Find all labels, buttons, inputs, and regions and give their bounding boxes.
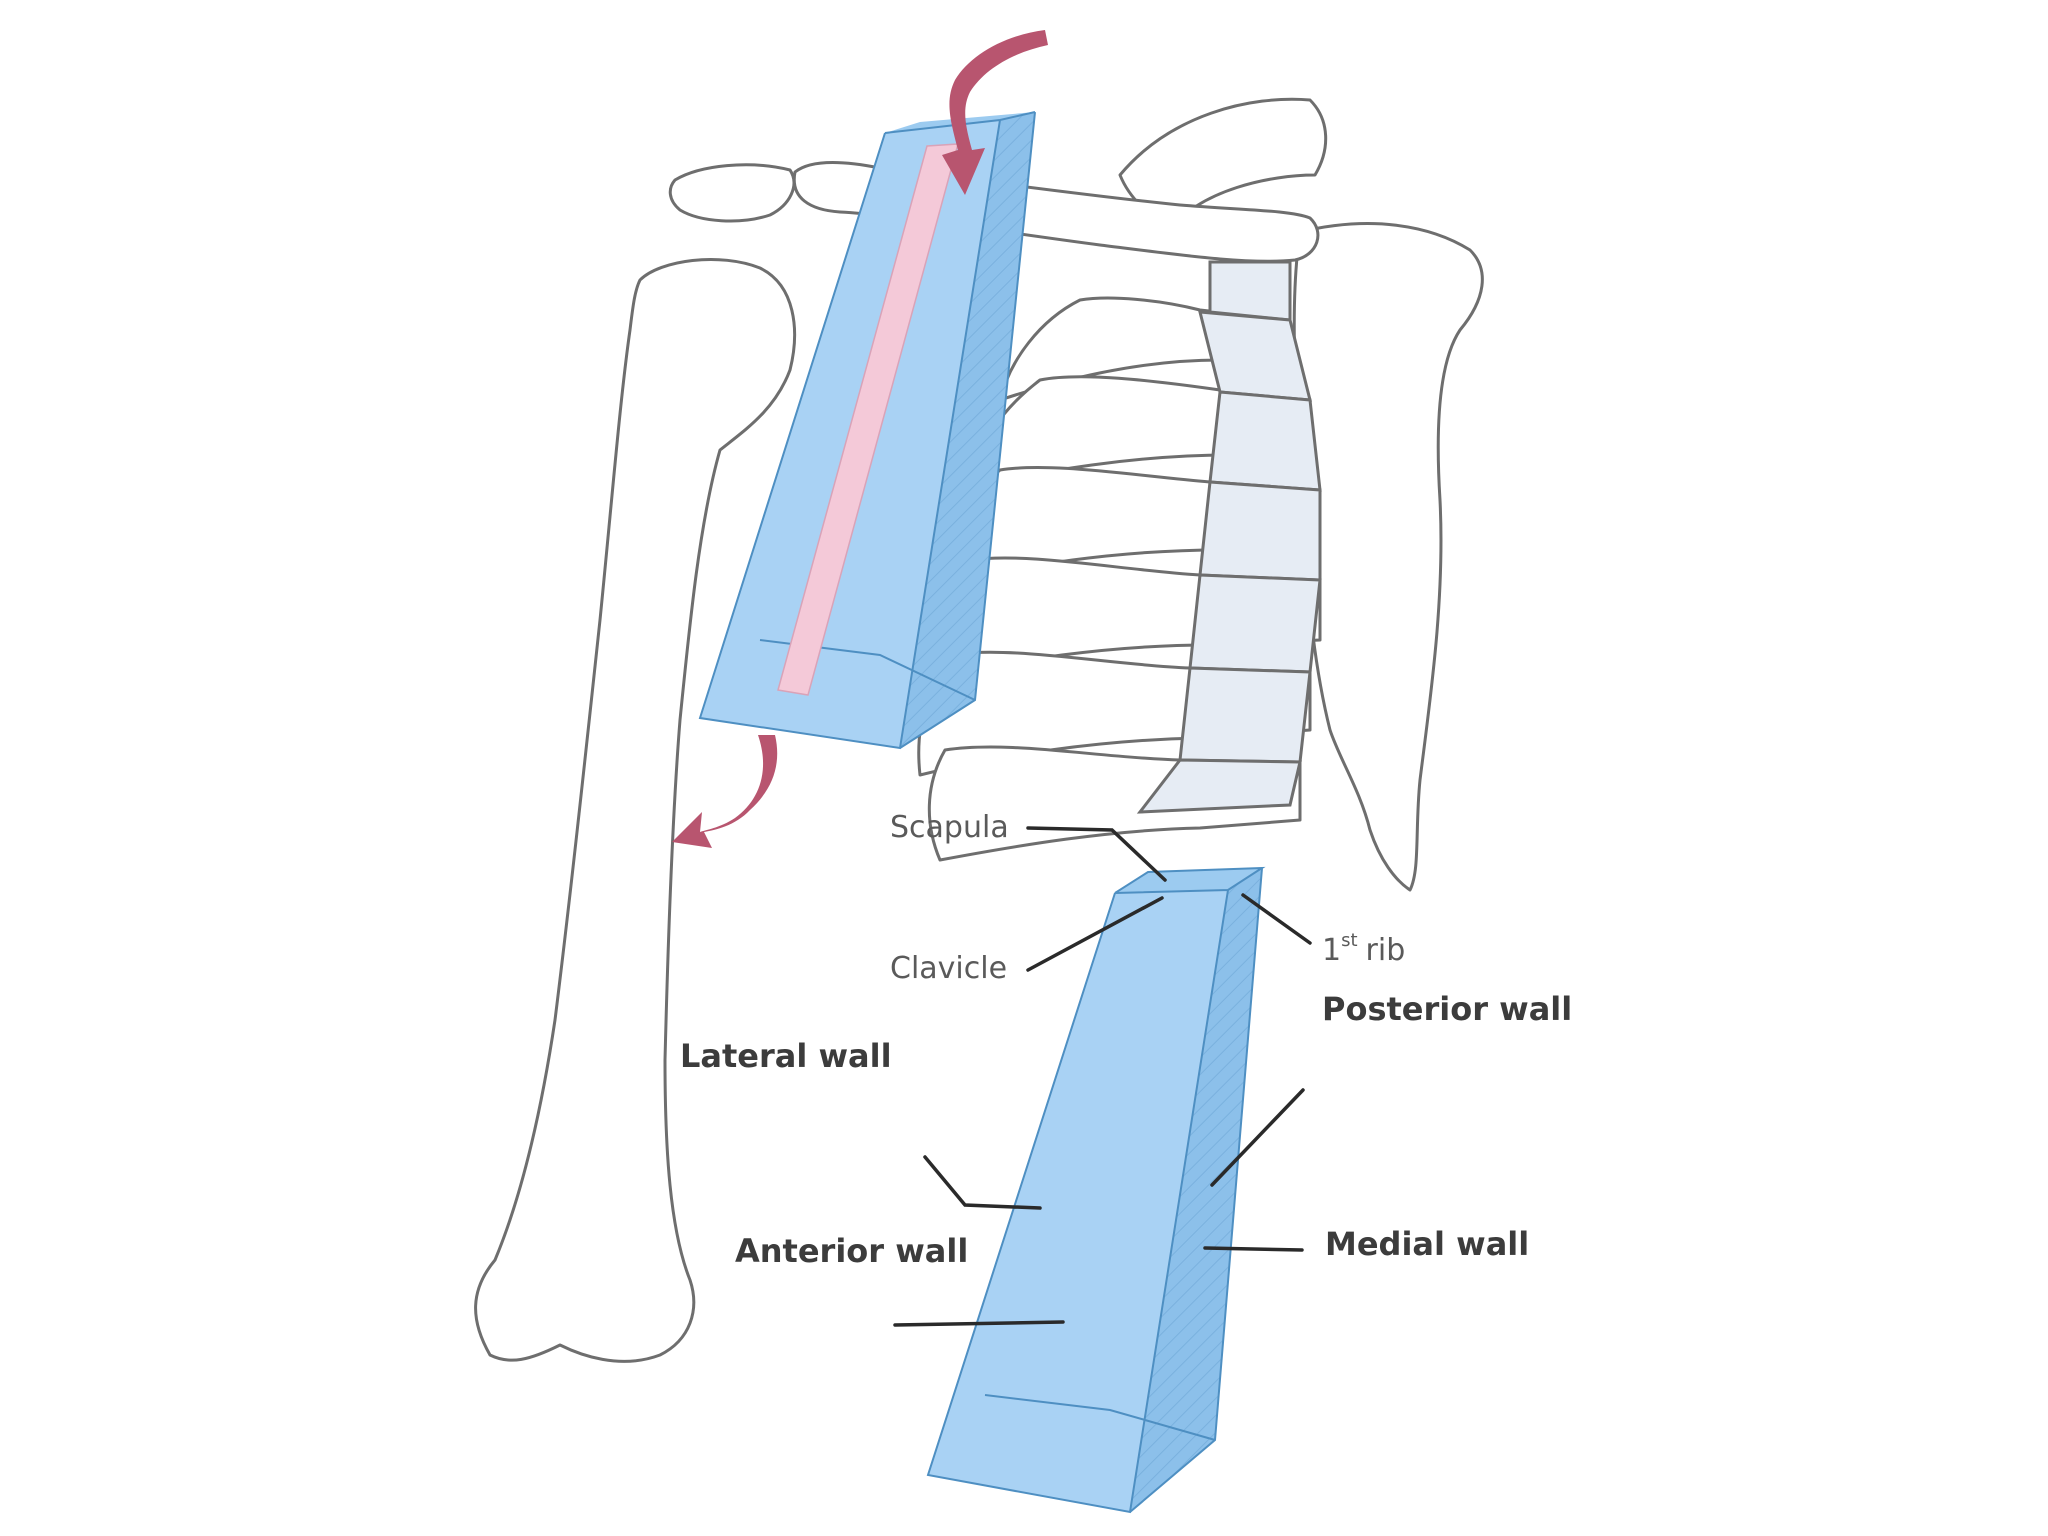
- arrow-bottom: [672, 735, 778, 848]
- leader-lines: [893, 826, 1312, 1327]
- leader-medial-wall: [1203, 1246, 1304, 1252]
- axilla-pyramid-lower: [926, 866, 1266, 1514]
- label-anterior-wall: Anterior wall: [735, 1232, 968, 1270]
- costal-cartilage: [1178, 666, 1312, 764]
- pyramid-top-face: [1115, 868, 1262, 893]
- label-clavicle: Clavicle: [890, 951, 1007, 986]
- pyramid-outline: [926, 866, 1266, 1514]
- pyramid-front-face: [928, 890, 1228, 1512]
- arrow-top: [942, 30, 1048, 195]
- axilla-pyramid-upper: [698, 111, 1036, 750]
- label-posterior-wall: Posterior wall: [1322, 990, 1572, 1028]
- pyramid-outline: [698, 111, 1036, 750]
- scapula-bone: [1292, 222, 1484, 892]
- rib-cage: [917, 260, 1322, 862]
- label-medial-wall: Medial wall: [1325, 1225, 1529, 1263]
- costal-cartilage: [1208, 390, 1322, 492]
- skeleton-illustration: [474, 97, 1484, 1363]
- leader-scapula: [1026, 826, 1167, 882]
- pyramid-side-hatch: [900, 112, 1035, 748]
- label-scapula: Scapula: [890, 810, 1009, 845]
- first-rib-word: rib: [1366, 933, 1406, 968]
- first-rib-suffix: st: [1341, 930, 1357, 951]
- costal-cartilage: [1208, 260, 1292, 322]
- humerus-bone: [474, 258, 796, 1363]
- first-rib-number: 1: [1322, 933, 1341, 968]
- pyramid-side-hatch: [1130, 868, 1262, 1512]
- neurovascular-strip: [777, 143, 959, 696]
- acromion-bone: [668, 163, 796, 223]
- leader-anterior-wall: [893, 1320, 1065, 1327]
- costal-cartilage: [1198, 480, 1322, 582]
- leader-lateral-wall: [923, 1155, 1042, 1210]
- leader-posterior-wall: [1210, 1088, 1305, 1187]
- label-lateral-wall: Lateral wall: [680, 1037, 892, 1075]
- leader-clavicle: [1026, 896, 1164, 972]
- costal-cartilage: [1188, 573, 1322, 674]
- leader-first-rib: [1241, 893, 1312, 945]
- costal-cartilage: [1136, 758, 1302, 814]
